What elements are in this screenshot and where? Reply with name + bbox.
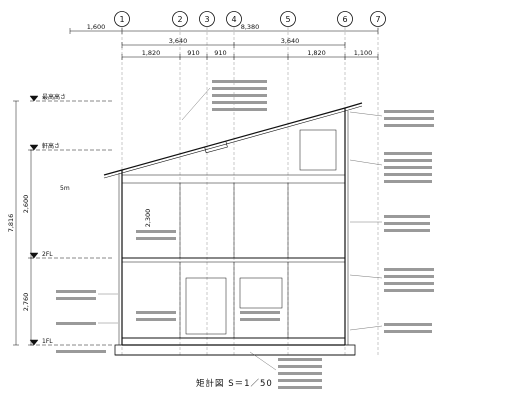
grid-bubble-7-label: 7 [375,15,380,24]
grid-bubble-2: 2 [172,11,188,27]
dim-sub-1: 1,820 [142,49,161,57]
dim-span-right: 3,640 [281,37,300,45]
dim-left-lower: 2,760 [22,293,30,312]
level-label-upper: 軒高さ [42,142,60,150]
grid-bubble-2-label: 2 [177,15,182,24]
grid-bubble-3-label: 3 [204,15,209,24]
annotation-placeholders [56,80,434,389]
annotation-leaders [98,87,383,371]
slope-note: 5m [60,185,70,192]
grid-bubbles: 1 2 3 4 5 6 7 [114,11,386,27]
grid-bubble-5: 5 [280,11,296,27]
grid-lines [121,27,379,355]
dim-span-left: 3,640 [169,37,188,45]
dim-top-total: 8,380 [241,23,260,31]
level-label-top: 最高高さ [42,93,66,101]
dim-sub-3: 910 [214,49,226,57]
grid-bubble-3: 3 [199,11,215,27]
drawing-title: 矩計図 S＝1／50 [196,378,273,389]
level-label-mid: 2FL [42,251,53,258]
grid-bubble-5-label: 5 [285,15,290,24]
grid-bubble-4: 4 [226,11,242,27]
grid-bubble-1: 1 [114,11,130,27]
dim-left-total: 7,816 [7,214,15,233]
grid-bubble-6-label: 6 [342,15,347,24]
dim-sub-2: 910 [187,49,199,57]
dim-mid-1: 2,300 [144,209,152,228]
dim-top-left-overhang: 1,600 [87,23,106,31]
grid-bubble-7: 7 [370,11,386,27]
grid-bubble-1-label: 1 [119,15,124,24]
dim-sub-4: 1,820 [307,49,326,57]
grid-bubble-4-label: 4 [231,15,236,24]
grid-bubble-6: 6 [337,11,353,27]
dim-right-overhang: 1,100 [354,49,373,57]
level-markers [29,95,112,346]
level-label-lower: 1FL [42,338,53,345]
building-outline [103,102,363,356]
dim-left-upper: 2,600 [22,195,30,214]
top-dimensions [69,28,379,60]
